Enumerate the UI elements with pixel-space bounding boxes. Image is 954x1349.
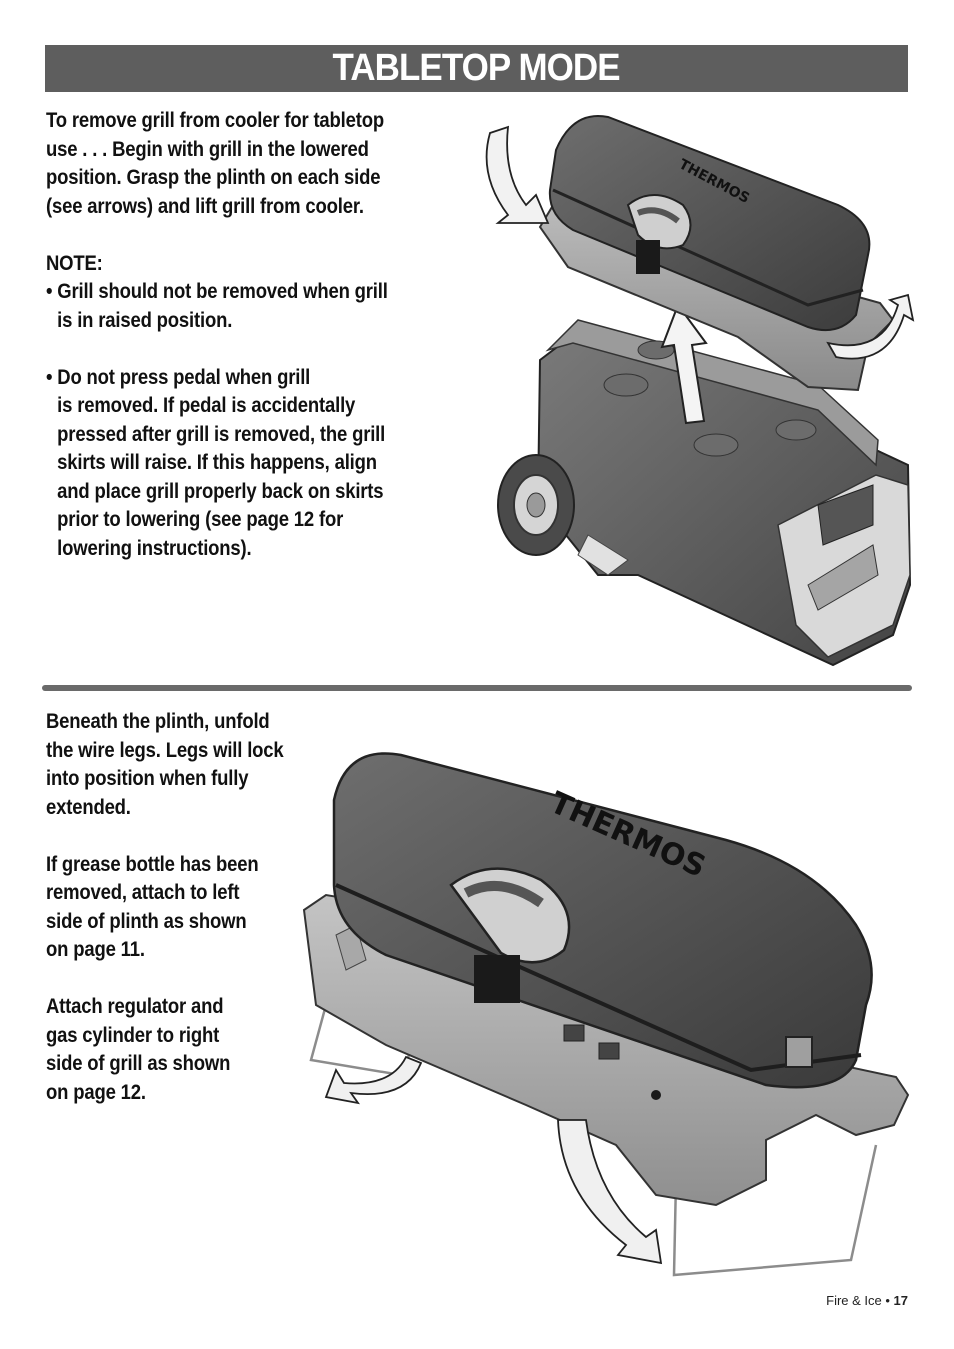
grill-tabletop-legs-illustration: THERMOS (302, 752, 910, 1277)
para1-line: Beneath the plinth, unfold (46, 709, 270, 733)
section-divider (42, 685, 912, 691)
bullet2-line: prior to lowering (see page 12 for (57, 507, 344, 531)
bullet2-line: pressed after grill is removed, the gril… (57, 421, 386, 446)
para1-line: into position when fully (46, 766, 249, 790)
para3-line: on page 12. (46, 1079, 146, 1104)
para2-line: If grease bottle has been (46, 851, 259, 876)
para1-line: the wire legs. Legs will lock (46, 737, 284, 762)
bullet1-line: is in raised position. (57, 307, 233, 332)
title-banner: TABLETOP MODE (45, 45, 908, 92)
section2-text: Beneath the plinth, unfold the wire legs… (46, 707, 284, 1106)
para1-line: extended. (46, 794, 131, 819)
bullet2-line: • Do not press pedal when grill (46, 364, 311, 389)
intro-line: position. Grasp the plinth on each side (46, 165, 381, 189)
para2-line: removed, attach to left (46, 880, 240, 904)
bullet1-line: • Grill should not be removed when grill (46, 279, 388, 303)
intro-line: To remove grill from cooler for tabletop (46, 108, 384, 132)
note-heading: NOTE: (46, 250, 103, 275)
para2-line: side of plinth as shown (46, 908, 247, 933)
grill-lift-from-cooler-illustration: THERMOS (485, 115, 915, 667)
intro-line: (see arrows) and lift grill from cooler. (46, 193, 364, 218)
page-title: TABLETOP MODE (332, 47, 621, 89)
page-footer: Fire & Ice • 17 (826, 1293, 908, 1308)
footer-separator: • (881, 1293, 894, 1308)
bullet2-line: skirts will raise. If this happens, alig… (57, 450, 377, 474)
footer-label: Fire & Ice (826, 1293, 882, 1308)
para3-line: Attach regulator and (46, 994, 224, 1018)
bullet2-line: is removed. If pedal is accidentally (57, 393, 356, 417)
bullet2-line: and place grill properly back on skirts (57, 478, 384, 503)
para3-line: gas cylinder to right (46, 1022, 220, 1047)
para3-line: side of grill as shown (46, 1051, 231, 1075)
page-number: 17 (893, 1293, 908, 1308)
intro-line: use . . . Begin with grill in the lowere… (46, 136, 369, 161)
section1-text: To remove grill from cooler for tabletop… (46, 106, 388, 562)
para2-line: on page 11. (46, 937, 145, 961)
bullet2-line: lowering instructions). (57, 535, 252, 560)
